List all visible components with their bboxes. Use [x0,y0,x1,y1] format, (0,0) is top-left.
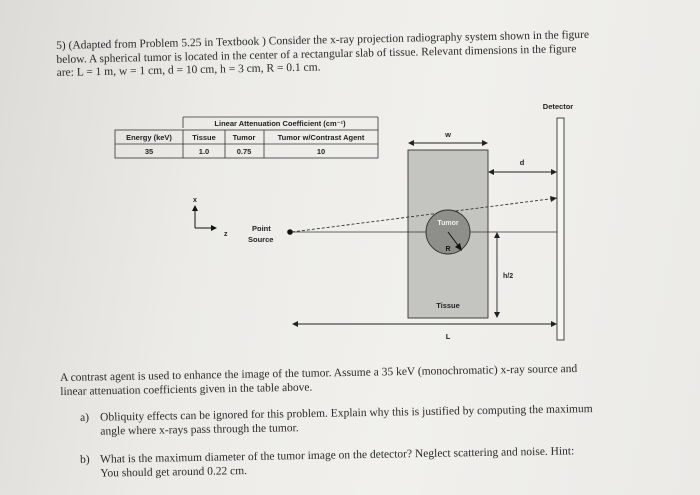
h-half-arrowhead-top [494,232,500,238]
w-label: w [444,130,451,139]
detector-label: Detector [543,102,574,111]
l-label: L [446,332,451,341]
table-cell-energy: 35 [145,147,153,156]
oblique-ray-arrowhead [550,196,557,202]
question-b-label: b) [80,453,90,466]
question-a-label: a) [80,411,90,424]
l-arrowhead-right [551,321,557,327]
table-header-tumor-contrast: Tumor w/Contrast Agent [278,133,365,142]
table-cell-tumor-contrast: 10 [317,147,325,156]
d-arrowhead-left [488,169,494,175]
w-arrowhead-right [482,140,488,146]
point-source-dot [287,229,293,235]
table-header-tissue: Tissue [192,133,216,142]
coordinate-axes [192,205,217,231]
detector-plate [556,117,565,341]
w-arrowhead-left [408,140,414,146]
tissue-label: Tissue [436,301,460,310]
table-cell-tumor: 0.75 [237,147,252,156]
table-header-tumor: Tumor [233,133,256,142]
tumor-label: Tumor [437,220,459,227]
d-label: d [520,158,525,167]
radius-label: R [445,246,450,253]
h-half-arrowhead-bottom [494,312,500,318]
radius-arrowhead [455,243,462,251]
attenuation-table [114,116,379,159]
table-title: Linear Attenuation Coefficient (cm⁻¹) [214,119,346,128]
table-cell-tissue: 1.0 [199,147,209,156]
d-arrowhead-right [551,169,557,175]
x-axis-label: x [193,197,197,204]
z-axis-label: z [224,231,228,238]
table-header-energy: Energy (keV) [126,133,172,142]
point-source-label-line-2: Source [248,235,273,244]
h-half-label: h/2 [503,273,513,280]
oblique-ray-upper [291,197,558,233]
l-arrowhead-left [292,321,298,327]
point-source-label-line-1: Point [252,224,271,233]
